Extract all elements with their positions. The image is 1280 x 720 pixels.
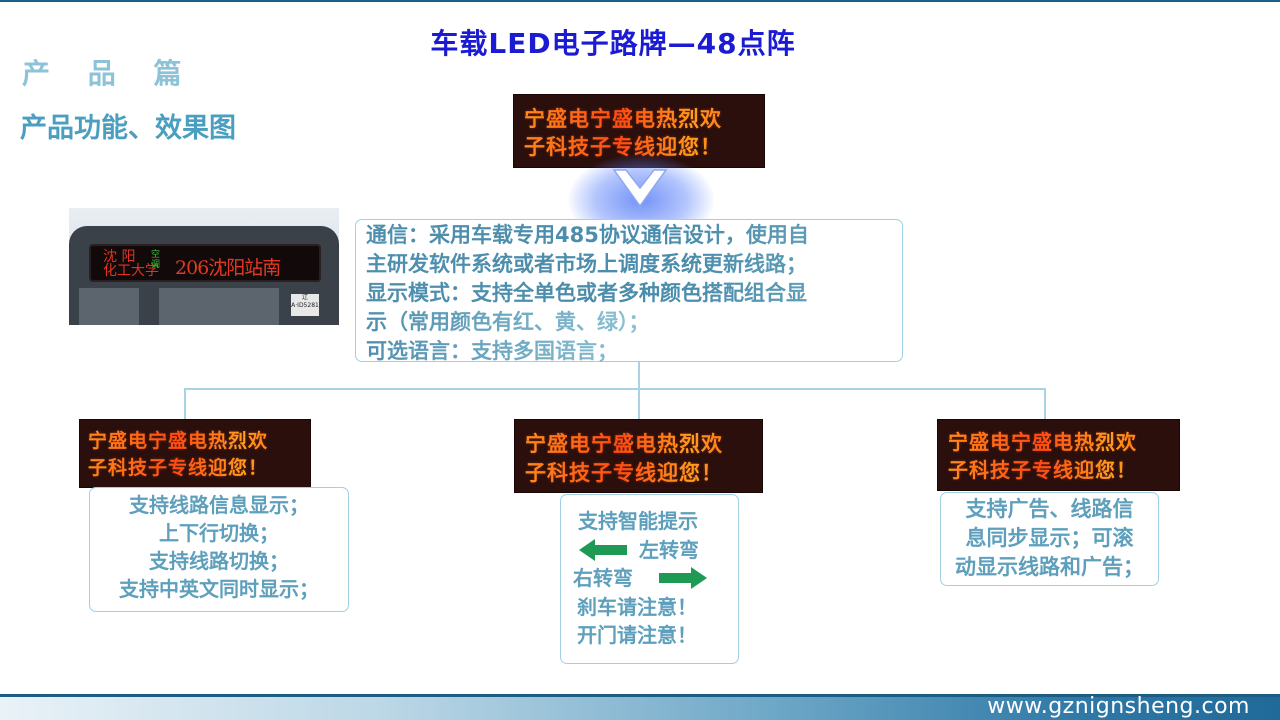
feature-line: 支持线路信息显示； [129,493,309,517]
bus-plate: 辽A·ID5281 [291,294,319,316]
led-line-2: 子科技子专线迎您！ [88,455,310,482]
main-feature-box: 通信：采用车载专用485协议通信设计，使用自 主研发软件系统或者市场上调度系统更… [355,219,903,363]
bus-sign-aircon: 空 调 [151,250,161,270]
main-feature-line: 可选语言：支持多国语言； [366,337,892,366]
page-subtitle: 产品功能、效果图 [20,113,236,144]
middle-feature-box: 支持智能提示 左转弯 右转弯 刹车请注意！ 开门请注意！ [560,494,739,664]
led-line-1: 宁盛电宁盛电热烈欢 [525,429,762,458]
connector-line [638,362,640,389]
connector-line [184,388,186,419]
feature-line: 动显示线路和广告； [955,555,1144,579]
led-display-middle: 宁盛电宁盛电热烈欢 子科技子专线迎您！ [514,419,763,493]
page-title: 车载LED电子路牌—48点阵 [430,27,796,60]
bus-led-sign: 沈 阳 化工大学 空 调 206沈阳站南 [89,244,321,282]
main-feature-line: 显示模式：支持全单色或者多种颜色搭配组合显 [366,279,892,308]
feature-line: 支持线路切换； [149,549,289,573]
brake-warning-line: 刹车请注意！ [577,594,697,619]
door-warning-line: 开门请注意！ [577,623,697,647]
smart-prompt-line: 支持智能提示 [578,509,698,533]
left-arrow-icon [579,538,627,561]
bus-sign-station: 沈 阳 化工大学 [103,249,159,279]
feature-line: 上下行切换； [159,521,279,545]
right-turn-label: 右转弯 [573,566,633,590]
bus-window [159,288,279,325]
led-line-2: 子科技子专线迎您！ [948,456,1179,484]
main-feature-line: 示（常用颜色有红、黄、绿）； [366,308,892,337]
led-line-2: 子科技子专线迎您！ [525,458,762,487]
top-border-line [0,0,1280,2]
main-feature-line: 主研发软件系统或者市场上调度系统更新线路； [366,250,892,279]
connector-line [638,388,640,419]
footer-url[interactable]: www.gznignsheng.com [987,694,1250,719]
led-line-1: 宁盛电宁盛电热烈欢 [88,428,310,455]
right-feature-box: 支持广告、线路信 息同步显示；可滚 动显示线路和广告； [940,492,1159,586]
connector-line [1044,388,1046,419]
footer-divider [0,694,1280,697]
main-feature-line: 通信：采用车载专用485协议通信设计，使用自 [366,221,892,250]
right-arrow-icon [659,567,707,589]
right-turn-row: 右转弯 [561,564,738,593]
led-line-1: 宁盛电宁盛电热烈欢 [524,105,764,133]
connector-line [184,388,1046,390]
bus-sign-route: 206沈阳站南 [175,257,281,279]
feature-line: 支持广告、线路信 [965,497,1134,521]
led-display-top: 宁盛电宁盛电热烈欢 子科技子专线迎您！ [513,94,765,168]
led-line-1: 宁盛电宁盛电热烈欢 [948,428,1179,456]
led-display-right: 宁盛电宁盛电热烈欢 子科技子专线迎您！ [937,419,1180,491]
feature-line: 息同步显示；可滚 [965,526,1134,550]
footer-bar [0,697,1280,720]
left-turn-row: 左转弯 [561,536,738,565]
led-display-left: 宁盛电宁盛电热烈欢 子科技子专线迎您！ [79,419,311,488]
feature-line: 支持中英文同时显示； [119,577,319,601]
section-label: 产 品 篇 [22,57,196,90]
left-feature-box: 支持线路信息显示； 上下行切换； 支持线路切换； 支持中英文同时显示； [89,487,349,612]
bus-photo: 沈 阳 化工大学 空 调 206沈阳站南 辽A·ID5281 [69,208,339,325]
chevron-down-icon [612,169,668,208]
left-turn-label: 左转弯 [639,537,699,562]
bus-window [79,288,139,325]
